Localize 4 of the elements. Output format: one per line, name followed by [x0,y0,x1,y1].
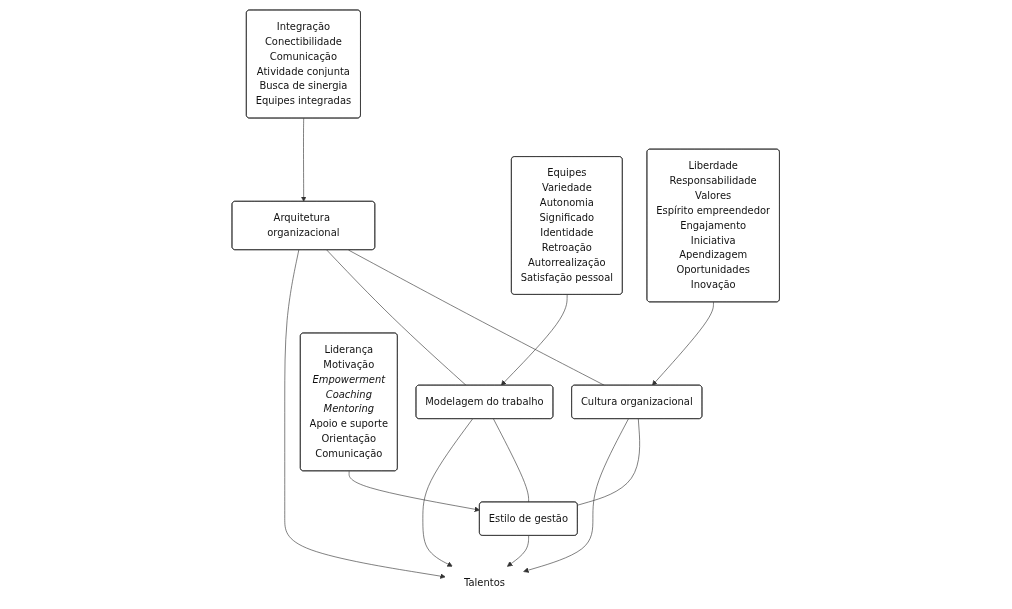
node-text: Talentos [464,576,506,589]
connector [577,418,641,505]
connector [493,418,530,502]
connector [326,249,467,386]
